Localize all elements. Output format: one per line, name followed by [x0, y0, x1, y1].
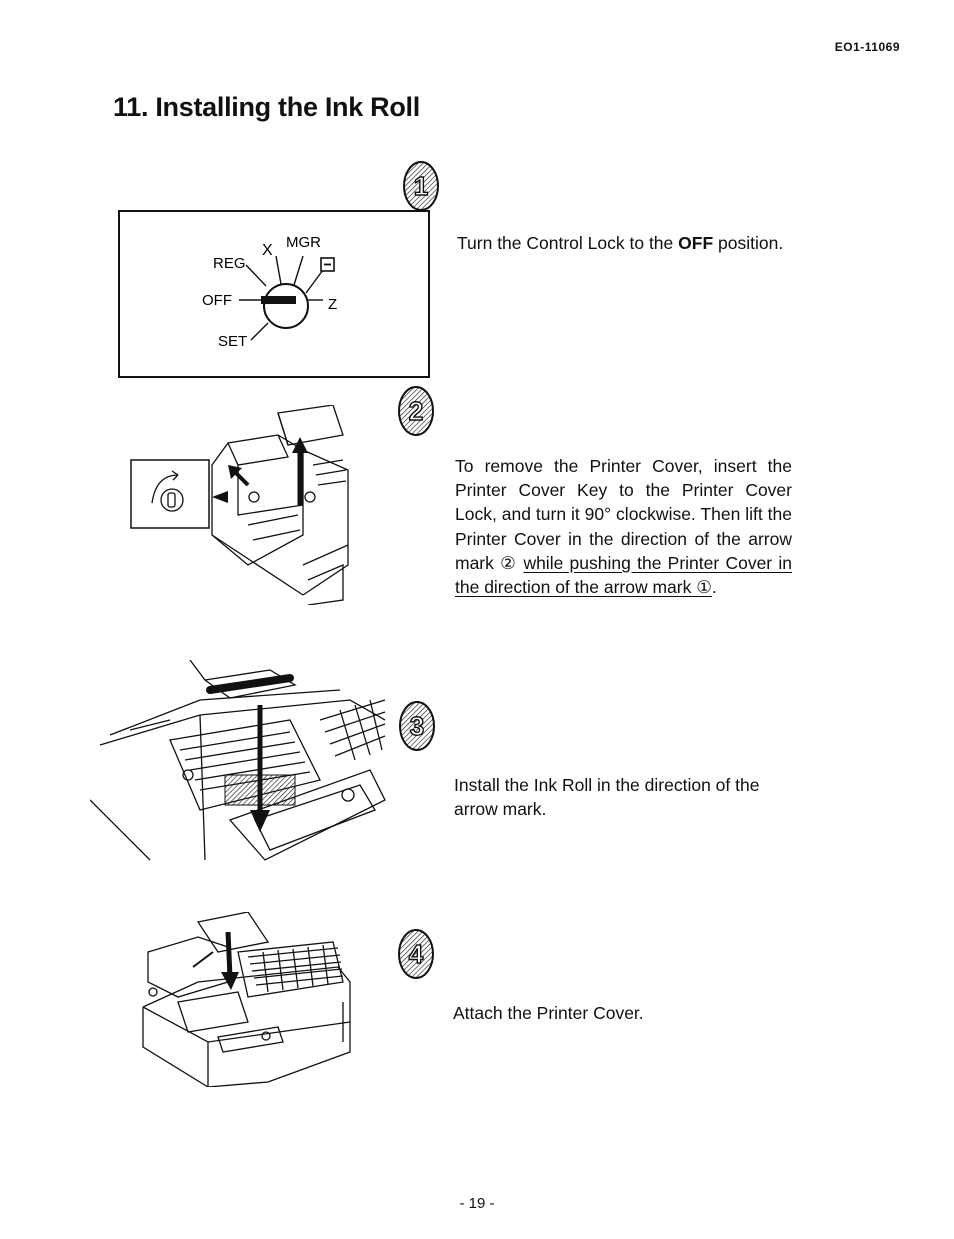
lock-label-off: OFF: [202, 292, 232, 309]
lock-label-reg: REG: [213, 255, 246, 272]
step-1-number: 1: [414, 171, 428, 201]
step-2-badge: 2: [398, 386, 434, 436]
lock-label-set: SET: [218, 333, 247, 350]
section-title: 11. Installing the Ink Roll: [113, 92, 420, 122]
step-4-number: 4: [409, 939, 424, 969]
step-2-instruction: To remove the Printer Cover, insert the …: [455, 456, 792, 598]
step-3-number: 3: [410, 711, 424, 741]
underlined-instruction: while pushing the Printer Cover in the d…: [455, 552, 792, 598]
step-4-instruction: Attach the Printer Cover.: [453, 1003, 644, 1023]
page-number: - 19 -: [459, 1195, 495, 1212]
lock-label-z: Z: [328, 296, 337, 313]
control-lock-diagram: REG X MGR OFF Z SET: [118, 210, 430, 378]
lock-label-mgr: MGR: [286, 234, 321, 251]
document-id: EO1-11069: [834, 40, 900, 54]
lock-label-x: X: [262, 242, 273, 259]
step-3-badge: 3: [399, 701, 435, 751]
install-ink-roll-illustration: [90, 660, 386, 861]
step-1-badge: 1: [403, 161, 439, 211]
remove-printer-cover-illustration: [130, 405, 349, 605]
attach-printer-cover-illustration: [142, 912, 351, 1087]
step-2-number: 2: [409, 396, 423, 426]
step-3-instruction: Install the Ink Roll in the direction of…: [454, 775, 760, 820]
step-1-instruction: Turn the Control Lock to the OFF positio…: [457, 233, 784, 253]
off-keyword: OFF: [678, 233, 714, 253]
step-4-badge: 4: [398, 929, 434, 979]
